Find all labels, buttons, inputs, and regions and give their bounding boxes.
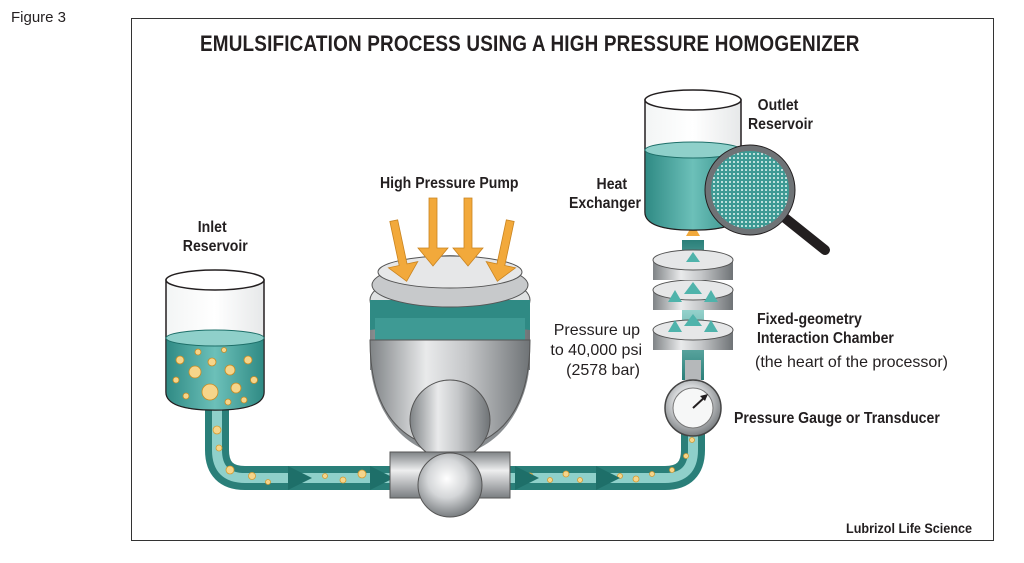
inlet-pipe <box>205 405 395 490</box>
pressure-gauge <box>664 360 722 437</box>
inlet-reservoir-label: Inlet Reservoir <box>183 218 248 256</box>
outlet-label-line2: Reservoir <box>748 116 813 133</box>
pipe-droplets <box>212 425 695 485</box>
interaction-chamber <box>652 224 734 380</box>
high-pressure-pump <box>369 255 531 518</box>
heat-exchanger-line1: Heat <box>596 176 628 193</box>
pressure-line1: Pressure up <box>553 322 640 339</box>
pressure-line3: (2578 bar) <box>566 362 640 379</box>
heat-exchanger-label: Heat Exchanger <box>569 175 641 213</box>
pressure-line2: to 40,000 psi <box>550 342 642 359</box>
pump-pressure-arrows <box>387 197 517 282</box>
diagram-frame <box>131 18 994 541</box>
chamber-label-line1: Fixed-geometry <box>757 311 862 328</box>
outlet-label-line1: Outlet <box>757 97 799 114</box>
pump-label: High Pressure Pump <box>380 175 519 192</box>
pressure-label: Pressure up to 40,000 psi (2578 bar) <box>540 321 642 381</box>
credit-label: Lubrizol Life Science <box>846 520 973 536</box>
pressure-gauge-label: Pressure Gauge or Transducer <box>734 410 940 427</box>
inlet-label-line1: Inlet <box>197 219 227 236</box>
inlet-label-line2: Reservoir <box>182 238 248 255</box>
interaction-chamber-label: Fixed-geometry Interaction Chamber <box>757 310 894 348</box>
magnifier-icon <box>704 144 830 255</box>
inlet-reservoir <box>165 269 265 411</box>
chamber-label-line2: Interaction Chamber <box>757 330 894 347</box>
interaction-chamber-note: (the heart of the processor) <box>755 354 948 371</box>
outlet-reservoir-label: Outlet Reservoir <box>748 96 813 134</box>
figure-label: Figure 3 <box>11 9 67 26</box>
flow-arrows <box>288 466 620 490</box>
outlet-pipe <box>505 410 705 490</box>
heat-exchanger-line2: Exchanger <box>569 195 641 212</box>
diagram-title: EMULSIFICATION PROCESS USING A HIGH PRES… <box>200 31 860 56</box>
